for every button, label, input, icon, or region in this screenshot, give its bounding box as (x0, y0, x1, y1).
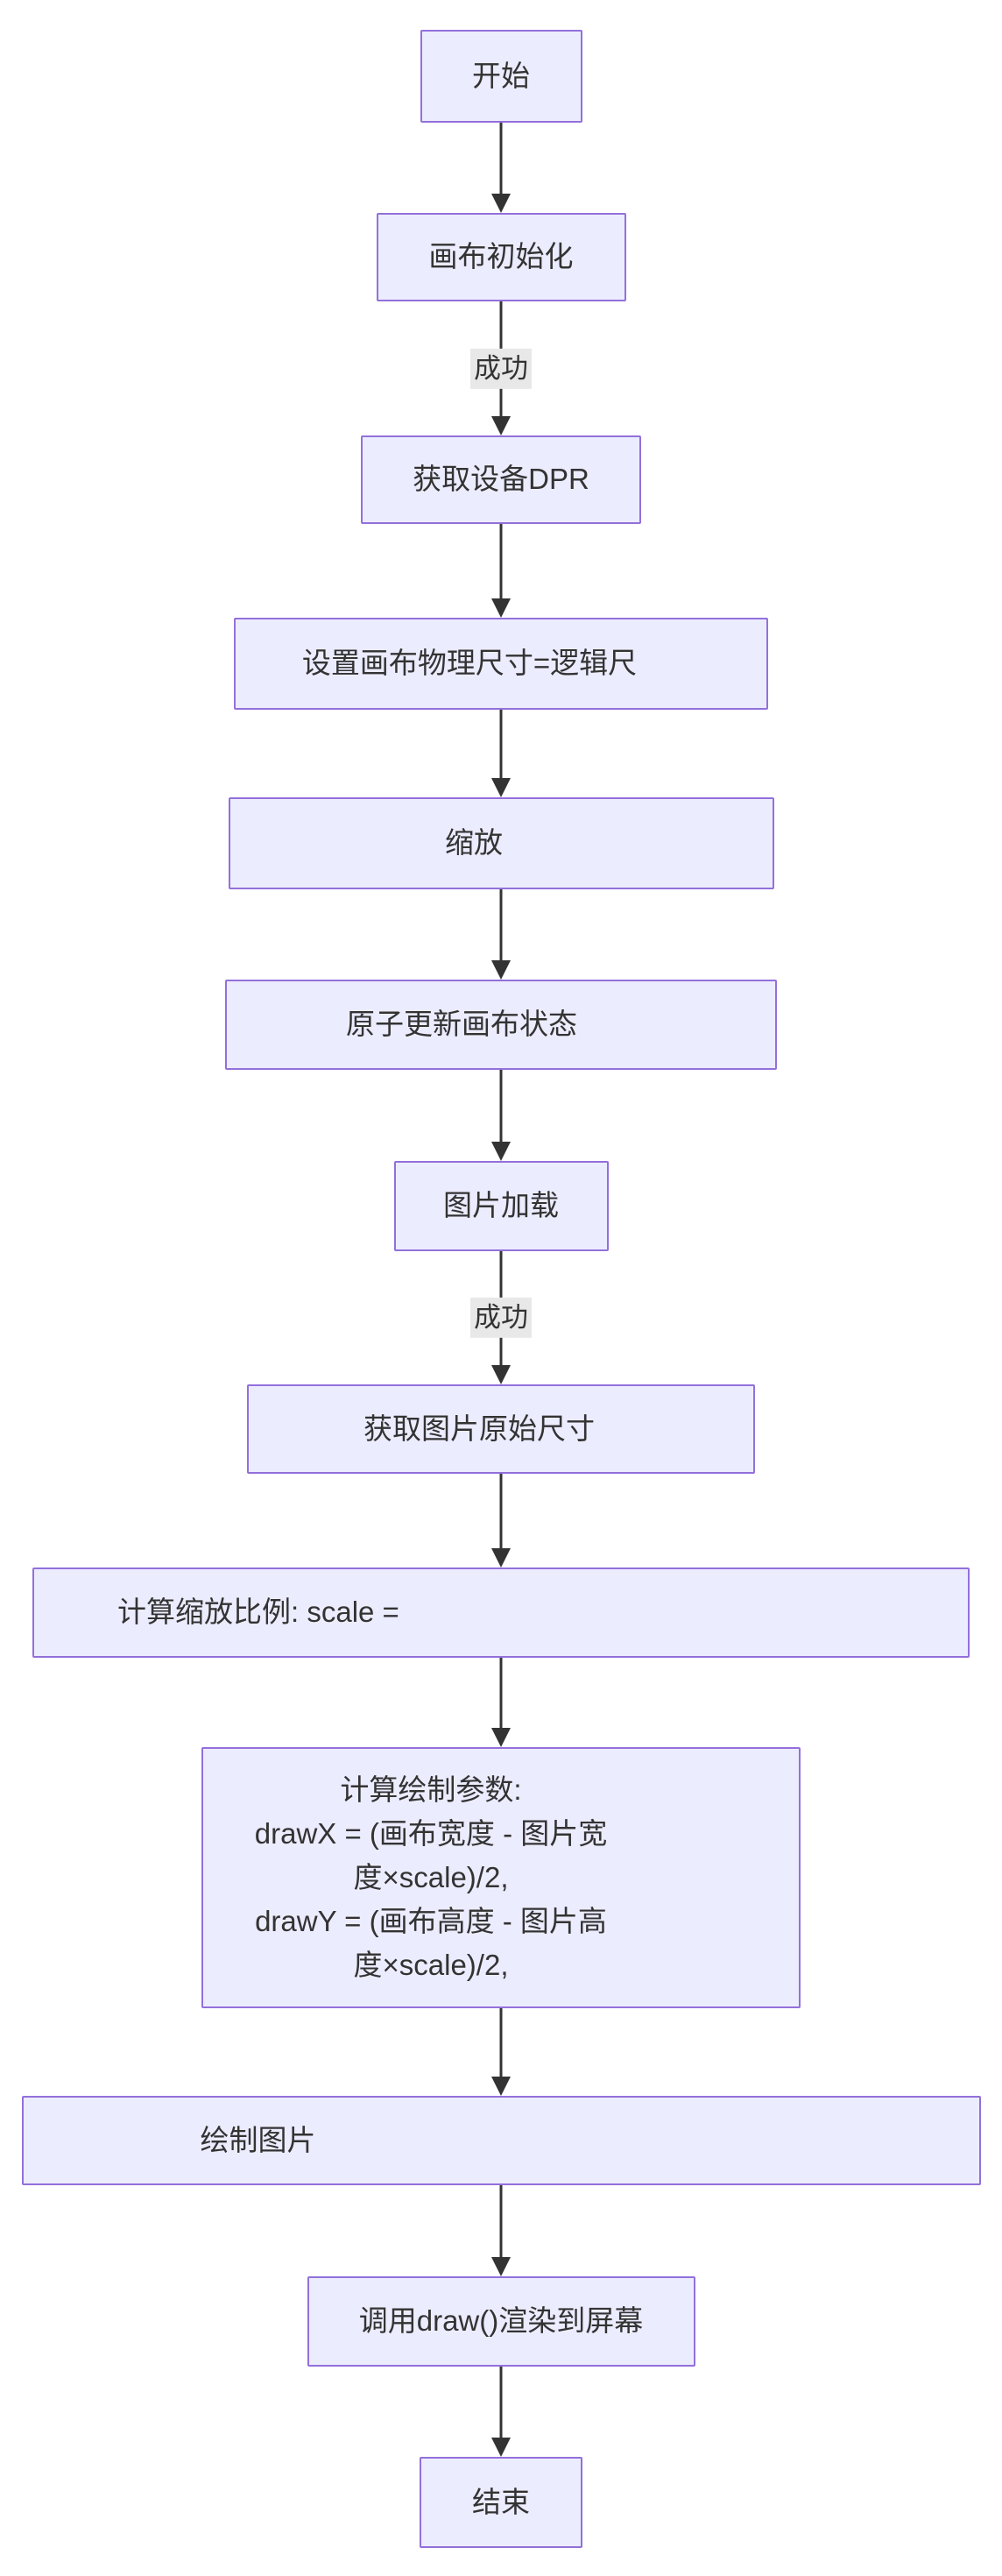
arrowhead-icon (491, 1548, 511, 1568)
arrowhead-icon (491, 1365, 511, 1384)
node-calc-draw-params: 计算绘制参数: drawX = (画布宽度 - 图片宽 度×scale)/2, … (201, 1747, 801, 2008)
arrow-canvas-init-to-get-dpr: 成功 (470, 301, 532, 435)
arrow-line (499, 1474, 503, 1565)
node-get-image-original-size: 获取图片原始尺寸 (247, 1384, 755, 1474)
node-draw-image: 绘制图片 (21, 2096, 981, 2185)
arrow-line (499, 1658, 503, 1744)
node-scale: 缩放 (228, 797, 774, 889)
arrow-line (499, 524, 503, 615)
node-calc-scale-ratio: 计算缩放比例: scale = (32, 1568, 970, 1658)
arrow-calc-params-to-draw-image (491, 2008, 511, 2096)
node-atomic-update-canvas-state: 原子更新画布状态 (225, 980, 777, 1070)
arrowhead-icon (491, 2257, 511, 2276)
node-get-device-dpr: 获取设备DPR (361, 435, 641, 524)
arrow-start-to-canvas-init (491, 123, 511, 213)
arrow-line (499, 1070, 503, 1158)
arrow-get-image-size-to-calc-scale (491, 1474, 511, 1568)
arrowhead-icon (491, 416, 511, 435)
arrow-get-dpr-to-set-size (491, 524, 511, 618)
node-set-canvas-size: 设置画布物理尺寸=逻辑尺 (234, 618, 768, 710)
edge-label-success-2: 成功 (470, 1297, 532, 1339)
arrow-set-size-to-scale (491, 710, 511, 797)
arrow-calc-scale-to-calc-params (491, 1658, 511, 1747)
arrow-scale-to-atomic-update (491, 889, 511, 980)
arrow-line (499, 123, 503, 210)
arrowhead-icon (491, 598, 511, 618)
node-image-load: 图片加载 (393, 1161, 609, 1251)
arrowhead-icon (491, 960, 511, 980)
arrow-line (499, 2367, 503, 2454)
flowchart-column: 开始 画布初始化 成功 获取设备DPR 设置画布物理尺寸=逻辑尺 缩放 原子更新… (7, 0, 995, 2548)
node-end: 结束 (420, 2457, 582, 2548)
arrow-line (499, 710, 503, 795)
arrowhead-icon (491, 194, 511, 213)
arrowhead-icon (491, 2077, 511, 2096)
arrowhead-icon (491, 1728, 511, 1747)
edge-label-success-1: 成功 (470, 348, 532, 389)
arrow-line (499, 889, 503, 977)
node-call-draw-render: 调用draw()渲染到屏幕 (307, 2276, 695, 2367)
arrow-line (499, 2185, 503, 2274)
arrow-atomic-update-to-image-load (491, 1070, 511, 1161)
arrowhead-icon (491, 778, 511, 797)
arrowhead-icon (491, 2438, 511, 2457)
node-start: 开始 (420, 30, 582, 123)
arrowhead-icon (491, 1142, 511, 1161)
arrow-call-draw-to-end (491, 2367, 511, 2457)
arrow-line (499, 2008, 503, 2093)
arrow-image-load-to-get-image-size: 成功 (470, 1251, 532, 1384)
arrow-draw-image-to-call-draw (491, 2185, 511, 2276)
node-canvas-init: 画布初始化 (376, 213, 626, 301)
